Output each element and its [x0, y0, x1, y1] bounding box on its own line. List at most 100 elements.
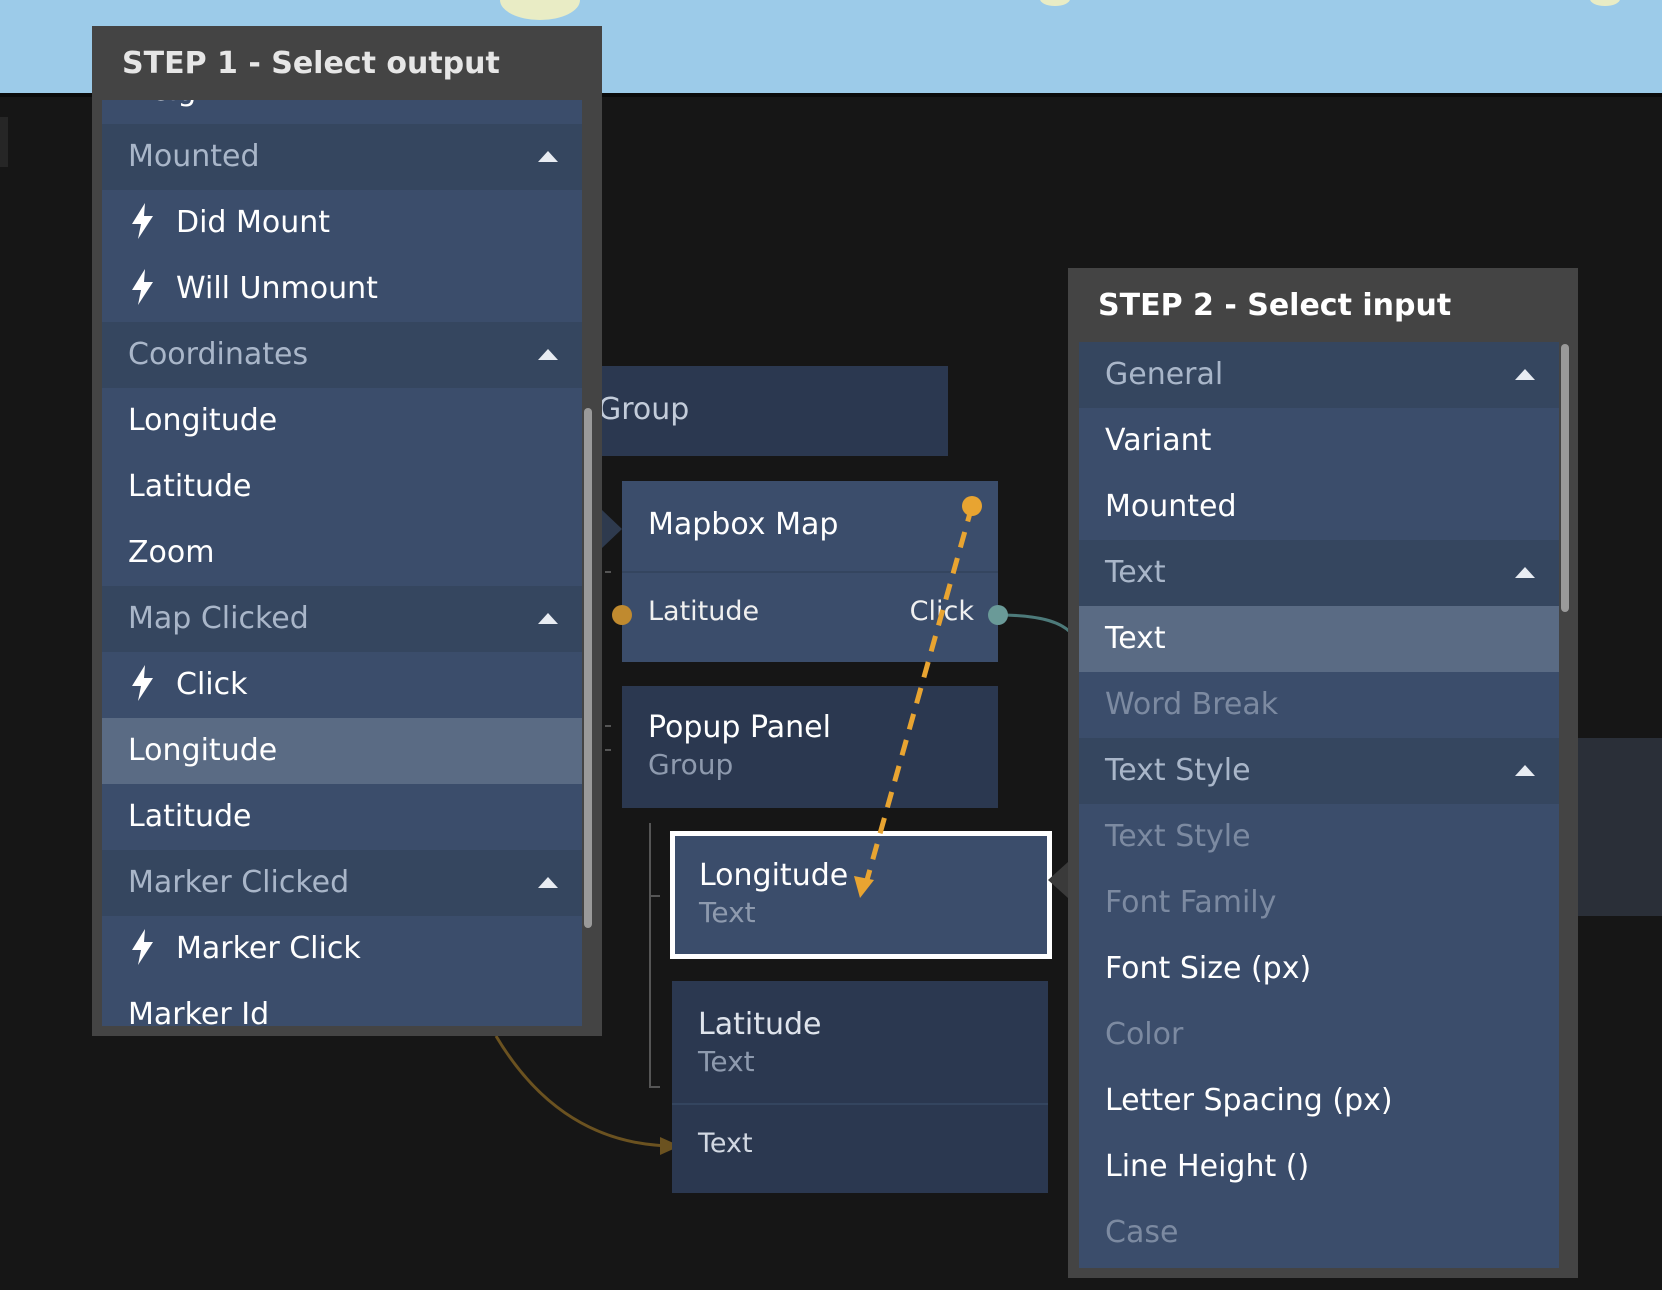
- output-item-marker-id[interactable]: Marker Id: [102, 982, 582, 1026]
- input-group-label: General: [1105, 357, 1224, 392]
- output-item-zoom[interactable]: Zoom: [102, 520, 582, 586]
- output-group-label: Marker Clicked: [128, 865, 350, 900]
- longitude-node-title: Longitude: [699, 858, 849, 893]
- input-item-label: Mounted: [1105, 489, 1237, 524]
- step2-input-list[interactable]: General Variant Mounted Text Text Word B…: [1079, 342, 1559, 1268]
- input-item-label: Font Size (px): [1105, 951, 1312, 986]
- input-group-text[interactable]: Text: [1079, 540, 1559, 606]
- output-item-label: Height: [128, 100, 227, 108]
- input-group-label: Text Style: [1105, 753, 1251, 788]
- map-land-shape: [1590, 0, 1620, 6]
- input-item-text-selected[interactable]: Text: [1079, 606, 1559, 672]
- longitude-node-subtitle: Text: [699, 896, 756, 929]
- popup-node-subtitle: Group: [648, 748, 734, 781]
- step2-list-inner: General Variant Mounted Text Text Word B…: [1079, 342, 1559, 1266]
- latitude-node-subtitle: Text: [698, 1045, 755, 1078]
- output-group-coordinates[interactable]: Coordinates: [102, 322, 582, 388]
- lightning-icon: [132, 664, 153, 701]
- step2-panel-title: STEP 2 - Select input: [1098, 288, 1452, 323]
- click-port-dot[interactable]: [988, 605, 1008, 625]
- output-item-will-unmount[interactable]: Will Unmount: [102, 256, 582, 322]
- input-item-label: Case: [1105, 1215, 1179, 1250]
- output-item-label: Will Unmount: [176, 271, 378, 306]
- input-item-variant[interactable]: Variant: [1079, 408, 1559, 474]
- map-land-shape: [500, 0, 580, 20]
- input-item-word-break: Word Break: [1079, 672, 1559, 738]
- port-click-label: Click: [909, 596, 974, 627]
- canvas-edge-handle: [0, 117, 8, 167]
- chevron-up-icon: [1515, 369, 1535, 380]
- latitude-node-divider: [672, 1103, 1048, 1105]
- output-item-did-mount[interactable]: Did Mount: [102, 190, 582, 256]
- output-item-label: Latitude: [128, 469, 252, 504]
- step2-input-panel: STEP 2 - Select input General Variant Mo…: [1068, 268, 1578, 1278]
- latitude-node-title: Latitude: [698, 1007, 822, 1042]
- latitude-text-node[interactable]: Latitude Text Text: [672, 981, 1048, 1193]
- input-item-label: Text Style: [1105, 819, 1251, 854]
- mapbox-collapse-arrow[interactable]: [602, 510, 622, 548]
- chevron-up-icon: [1515, 567, 1535, 578]
- input-item-label: Variant: [1105, 423, 1212, 458]
- input-item-case: Case: [1079, 1200, 1559, 1266]
- chevron-up-icon: [538, 613, 558, 624]
- input-group-text-style[interactable]: Text Style: [1079, 738, 1559, 804]
- output-group-mounted[interactable]: Mounted: [102, 124, 582, 190]
- output-group-label: Mounted: [128, 139, 260, 174]
- port-latitude-label: Latitude: [648, 596, 760, 627]
- step1-scrollbar[interactable]: [582, 100, 602, 1026]
- step1-scrollbar-thumb[interactable]: [584, 408, 592, 928]
- chevron-up-icon: [538, 877, 558, 888]
- latitude-port-dot[interactable]: [612, 605, 632, 625]
- mapbox-node-divider: [622, 571, 998, 573]
- background-node-edge: [1572, 738, 1662, 916]
- step2-scrollbar[interactable]: [1559, 342, 1578, 1268]
- input-item-font-size[interactable]: Font Size (px): [1079, 936, 1559, 1002]
- input-item-label: Letter Spacing (px): [1105, 1083, 1393, 1118]
- popup-node-title: Popup Panel: [648, 710, 831, 745]
- chevron-up-icon: [1515, 765, 1535, 776]
- output-item-label: Did Mount: [176, 205, 331, 240]
- input-item-letter-spacing[interactable]: Letter Spacing (px): [1079, 1068, 1559, 1134]
- input-item-mounted[interactable]: Mounted: [1079, 474, 1559, 540]
- output-item-label: Marker Id: [128, 997, 270, 1026]
- output-item-label: Latitude: [128, 799, 252, 834]
- output-item-latitude[interactable]: Latitude: [102, 454, 582, 520]
- input-item-label: Word Break: [1105, 687, 1279, 722]
- output-item-latitude-clicked[interactable]: Latitude: [102, 784, 582, 850]
- input-item-label: Line Height (): [1105, 1149, 1310, 1184]
- output-item-longitude-selected[interactable]: Longitude: [102, 718, 582, 784]
- popup-panel-node[interactable]: Popup Panel Group: [622, 686, 998, 808]
- mapbox-node-title: Mapbox Map: [648, 507, 839, 542]
- input-item-color: Color: [1079, 1002, 1559, 1068]
- longitude-node-arrow: [1048, 862, 1068, 898]
- popup-bracket: [605, 725, 611, 751]
- output-item-marker-click[interactable]: Marker Click: [102, 916, 582, 982]
- lightning-icon: [132, 202, 153, 239]
- output-group-map-clicked[interactable]: Map Clicked: [102, 586, 582, 652]
- group-node[interactable]: Group: [570, 366, 948, 456]
- input-group-general[interactable]: General: [1079, 342, 1559, 408]
- longitude-text-node[interactable]: Longitude Text: [670, 831, 1052, 959]
- tree-line: [649, 823, 660, 1088]
- chevron-up-icon: [538, 151, 558, 162]
- output-item-longitude[interactable]: Longitude: [102, 388, 582, 454]
- input-item-text-style: Text Style: [1079, 804, 1559, 870]
- output-group-label: Coordinates: [128, 337, 309, 372]
- step1-output-list[interactable]: Height Mounted Did Mount Will Unmount Co…: [102, 100, 582, 1026]
- output-item-label: Click: [176, 667, 248, 702]
- mapbox-map-node[interactable]: Mapbox Map Latitude Click: [622, 481, 998, 662]
- lightning-icon: [132, 268, 153, 305]
- step1-list-inner: Height Mounted Did Mount Will Unmount Co…: [102, 100, 582, 1026]
- step2-scrollbar-thumb[interactable]: [1561, 344, 1569, 612]
- input-item-label: Font Family: [1105, 885, 1277, 920]
- output-item-label: Longitude: [128, 733, 278, 768]
- input-item-label: Text: [1105, 621, 1166, 656]
- output-group-marker-clicked[interactable]: Marker Clicked: [102, 850, 582, 916]
- group-node-title: Group: [598, 392, 690, 427]
- input-item-line-height[interactable]: Line Height (): [1079, 1134, 1559, 1200]
- input-group-label: Text: [1105, 555, 1166, 590]
- output-item-click[interactable]: Click: [102, 652, 582, 718]
- data-connection-curve: [494, 1035, 673, 1148]
- output-item-height[interactable]: Height: [102, 100, 582, 124]
- text-port-label: Text: [698, 1128, 753, 1159]
